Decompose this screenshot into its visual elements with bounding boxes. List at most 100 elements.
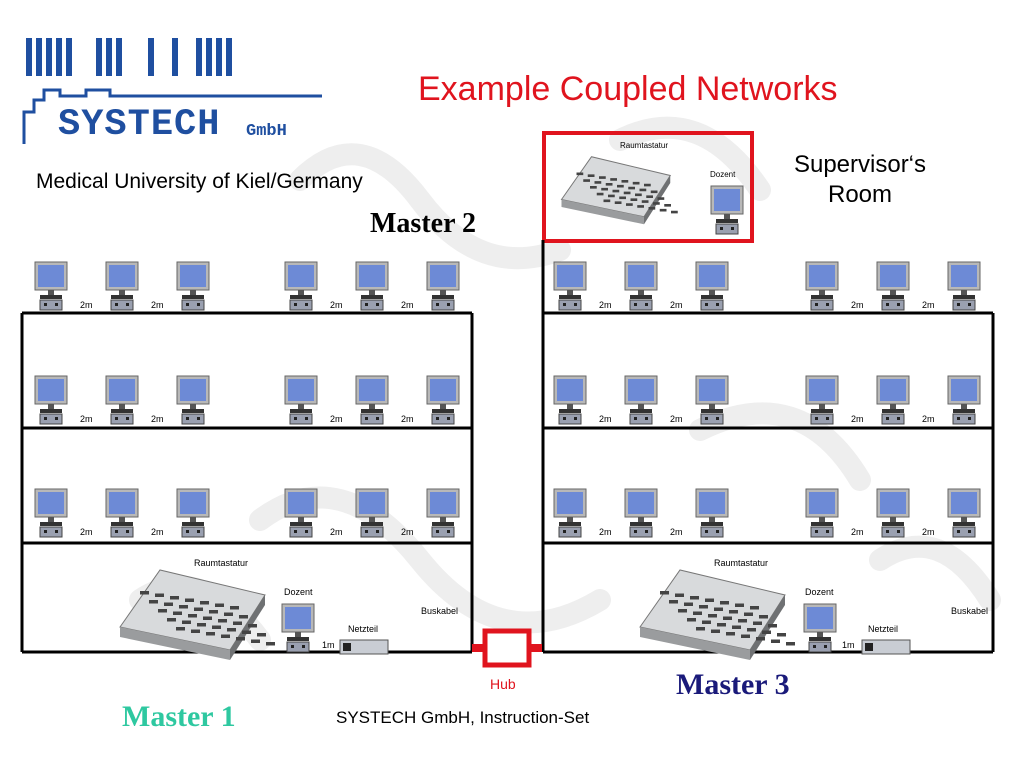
keyboard-front	[750, 595, 785, 660]
box-port	[563, 417, 566, 420]
keyboard-key	[610, 178, 617, 181]
box-port	[365, 530, 368, 533]
network-box-icon	[39, 526, 63, 538]
keyboard-key	[664, 204, 671, 207]
monitor-screen	[430, 492, 456, 514]
logo-barcode-icon	[22, 38, 322, 144]
box-port	[968, 303, 971, 306]
monitor-stand	[190, 290, 196, 295]
monitor-icon	[876, 261, 910, 299]
keyboard-key	[738, 619, 747, 623]
monitor-stand	[817, 632, 823, 637]
box-port	[897, 417, 900, 420]
network-box-icon	[881, 413, 905, 425]
keyboard-key	[197, 623, 206, 627]
logo-text: SYSTECH	[58, 104, 221, 146]
distance-label: 2m	[851, 527, 864, 537]
box-port	[716, 303, 719, 306]
monitor-base	[361, 409, 383, 413]
keyboard-side	[561, 199, 644, 225]
keyboard-key	[711, 629, 720, 633]
monitor-base	[40, 522, 62, 526]
monitor-screen	[109, 492, 135, 514]
monitor-icon	[105, 488, 139, 526]
keyboard-key	[630, 198, 638, 201]
keyboard-key	[619, 196, 626, 200]
distance-label: 2m	[599, 300, 612, 310]
monitor-screen	[880, 492, 906, 514]
box-port	[815, 417, 818, 420]
keyboard-key	[705, 598, 714, 602]
box-port	[957, 530, 960, 533]
box-body	[700, 413, 724, 425]
box-port	[886, 303, 889, 306]
box-port	[186, 530, 189, 533]
box-body	[810, 526, 834, 538]
box-port	[886, 530, 889, 533]
network-box-icon	[952, 413, 976, 425]
keyboard-key	[612, 189, 620, 193]
distance-label: 2m	[670, 300, 683, 310]
monitor-base	[559, 295, 581, 299]
box-port	[716, 530, 719, 533]
network-box-icon	[110, 526, 134, 538]
keyboard-key	[635, 193, 642, 197]
monitor-screen	[180, 492, 206, 514]
hub-label: Hub	[490, 676, 516, 692]
box-body	[431, 299, 455, 311]
box-body	[181, 413, 205, 425]
keyboard-key	[753, 621, 762, 625]
box-body	[360, 299, 384, 311]
monitor-icon	[695, 488, 729, 526]
monitor-screen	[557, 379, 583, 401]
monitor-stand	[890, 404, 896, 409]
network-box-icon	[110, 413, 134, 425]
keyboard-key	[155, 593, 164, 597]
keyboard-key	[714, 607, 723, 611]
box-body	[715, 223, 739, 235]
monitor-icon	[624, 261, 658, 299]
monitor-base	[630, 295, 652, 299]
keyboard-key	[660, 591, 669, 595]
box-body	[286, 641, 310, 653]
network-box-icon	[39, 413, 63, 425]
network-box-icon	[360, 526, 384, 538]
keyboard-key	[149, 600, 158, 604]
box-port	[645, 417, 648, 420]
keyboard-key	[693, 611, 702, 615]
keyboard-key	[194, 607, 203, 611]
box-port	[826, 303, 829, 306]
monitor-stand	[190, 517, 196, 522]
network-box-icon	[286, 641, 310, 653]
monitor-screen	[430, 379, 456, 401]
keyboard-key	[188, 614, 197, 618]
box-body	[700, 299, 724, 311]
keyboard-key	[639, 188, 647, 192]
keyboard-key	[170, 596, 179, 600]
box-port	[705, 417, 708, 420]
network-box-icon	[181, 413, 205, 425]
monitor-icon	[34, 488, 68, 526]
network-box-icon	[39, 299, 63, 311]
network-box-icon	[952, 299, 976, 311]
master1-label: Master 1	[122, 700, 236, 733]
monitor-base	[432, 409, 454, 413]
box-port	[115, 417, 118, 420]
box-port	[436, 530, 439, 533]
box-body	[810, 299, 834, 311]
box-body	[39, 299, 63, 311]
box-port	[302, 645, 305, 648]
network-box-icon	[810, 526, 834, 538]
monitor-screen	[951, 492, 977, 514]
box-port	[447, 530, 450, 533]
keyboard-key	[221, 634, 230, 638]
monitor-stand	[119, 290, 125, 295]
keyboard-key	[603, 199, 611, 203]
monitor-base	[40, 409, 62, 413]
keyboard-side	[640, 627, 750, 660]
network-box-icon	[881, 299, 905, 311]
box-port	[305, 303, 308, 306]
monitor-base	[716, 219, 738, 223]
monitor-base	[882, 522, 904, 526]
keyboard-key	[173, 611, 182, 615]
